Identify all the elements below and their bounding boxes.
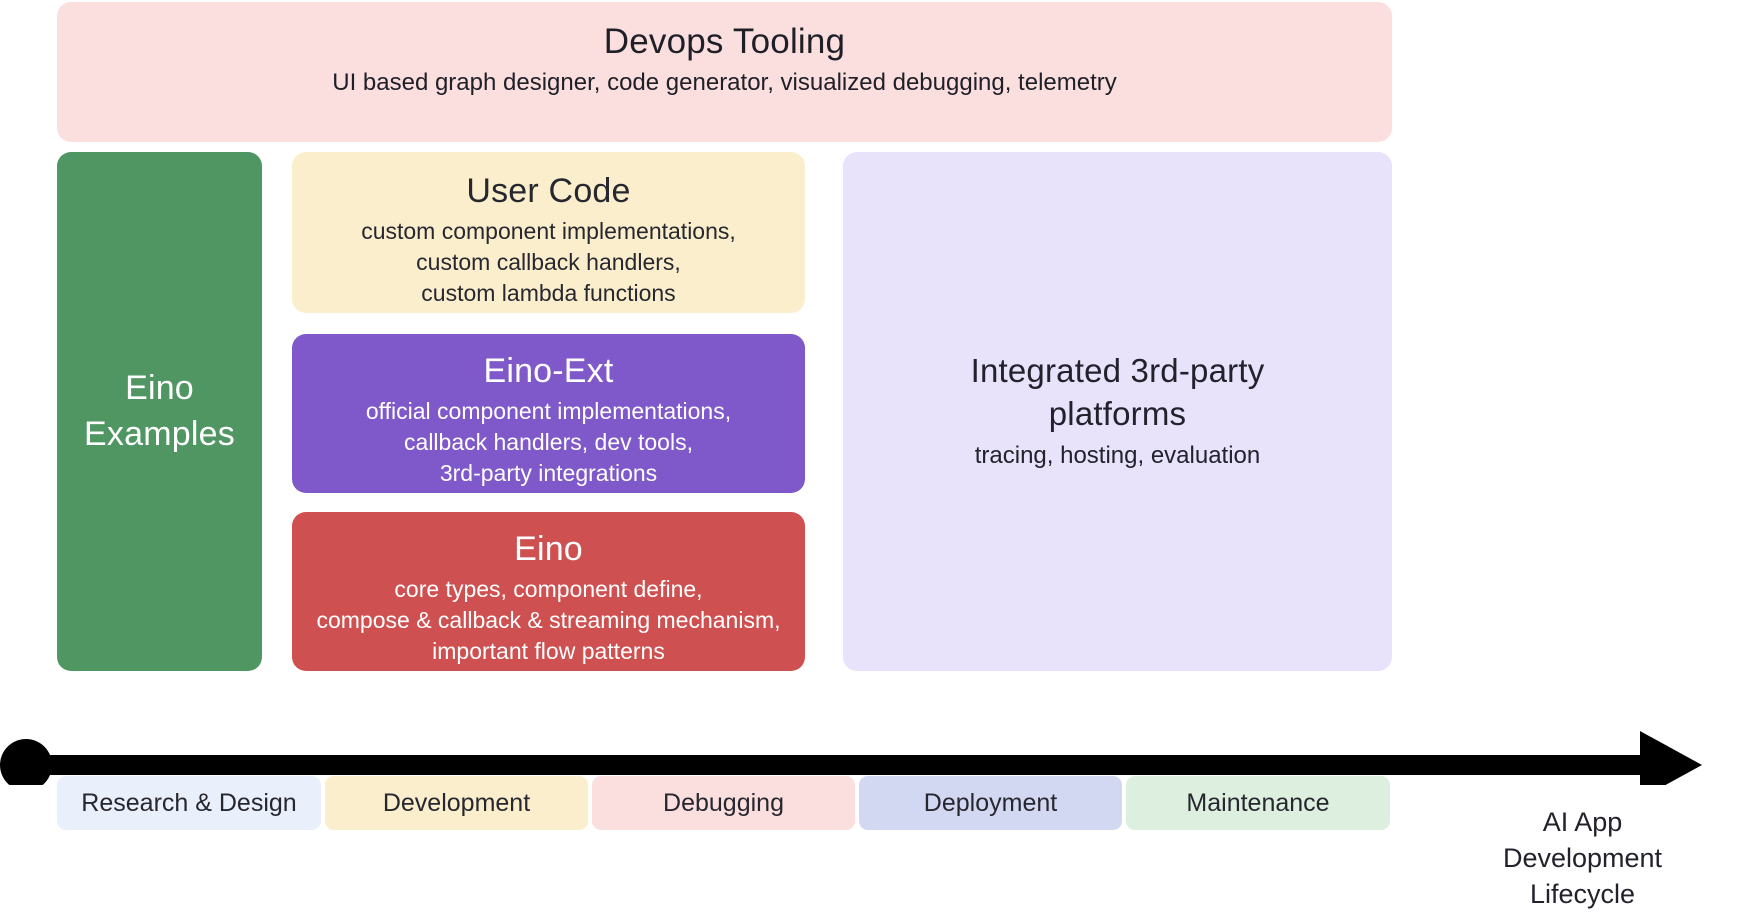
eino-ext-box: Eino-Ext official component implementati…: [292, 334, 805, 493]
lifecycle-caption: AI App Development Lifecycle: [1502, 807, 1663, 909]
eino-ext-subtitle: official component implementations, call…: [365, 397, 732, 487]
phase-chip-debugging[interactable]: Debugging: [592, 776, 855, 830]
devops-tooling-subtitle: UI based graph designer, code generator,…: [332, 68, 1117, 96]
phase-chip-deployment[interactable]: Deployment: [859, 776, 1122, 830]
phase-label: Research & Design: [81, 788, 297, 817]
integrated-third-party-platforms-box: Integrated 3rd-party platforms tracing, …: [843, 152, 1392, 671]
phase-label: Maintenance: [1186, 788, 1330, 817]
lifecycle-arrow-icon: [0, 731, 1702, 785]
eino-examples-box: Eino Examples: [57, 152, 262, 671]
phase-chip-maintenance[interactable]: Maintenance: [1126, 776, 1390, 830]
user-code-subtitle: custom component implementations, custom…: [361, 217, 736, 307]
eino-box: Eino core types, component define, compo…: [292, 512, 805, 671]
phase-chip-development[interactable]: Development: [325, 776, 588, 830]
user-code-box: User Code custom component implementatio…: [292, 152, 805, 313]
devops-tooling-title: Devops Tooling: [603, 22, 846, 61]
devops-tooling-banner: Devops Tooling UI based graph designer, …: [57, 2, 1392, 142]
phase-chip-research-design[interactable]: Research & Design: [57, 776, 321, 830]
user-code-title: User Code: [466, 172, 631, 210]
eino-ext-title: Eino-Ext: [483, 352, 614, 390]
phase-label: Debugging: [663, 788, 784, 817]
eino-title: Eino: [514, 530, 583, 568]
phase-label: Deployment: [923, 788, 1058, 817]
eino-examples-title: Eino Examples: [84, 368, 235, 453]
phase-label: Development: [382, 788, 531, 817]
third-party-subtitle: tracing, hosting, evaluation: [974, 442, 1261, 470]
eino-subtitle: core types, component define, compose & …: [316, 575, 781, 665]
third-party-title: Integrated 3rd-party platforms: [970, 352, 1265, 433]
